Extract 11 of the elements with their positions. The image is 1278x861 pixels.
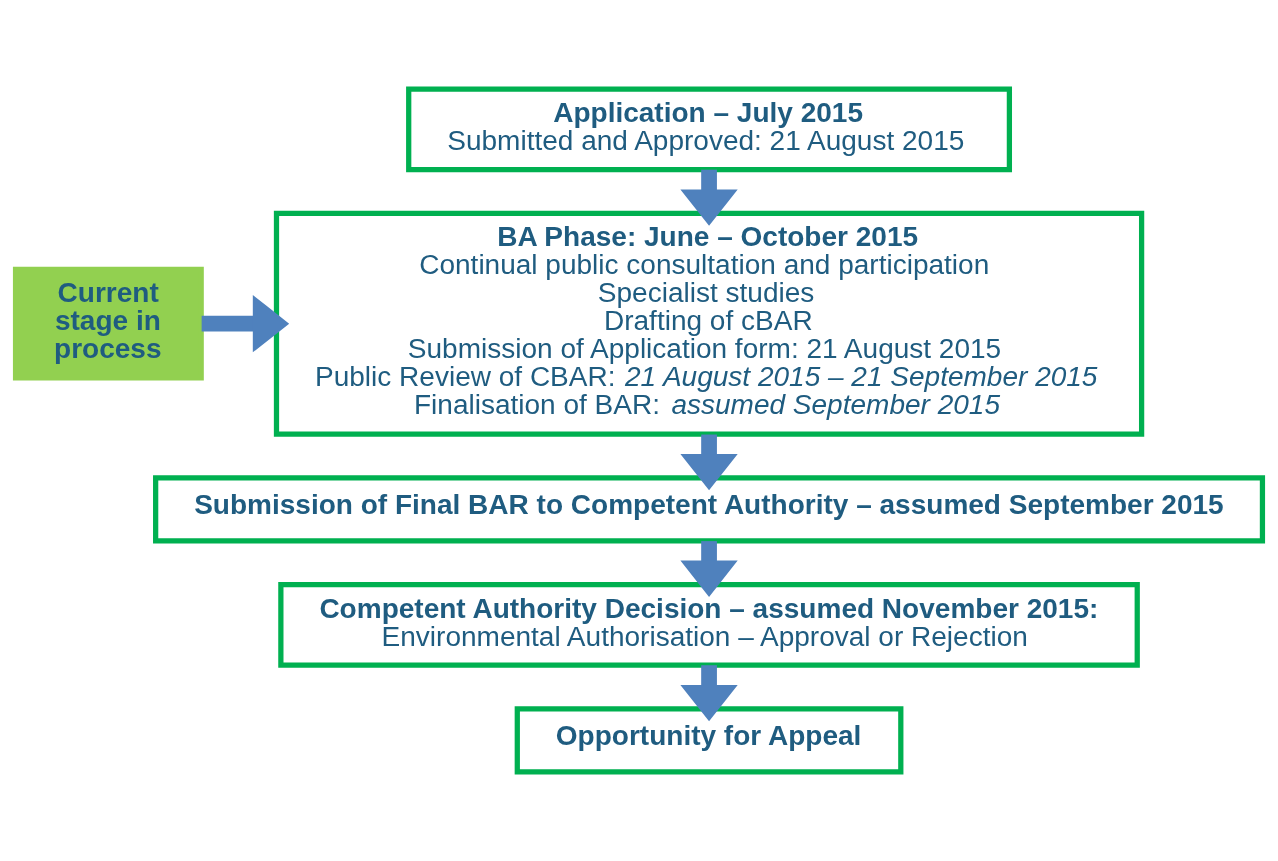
arrow (680, 169, 738, 226)
arrow (201, 295, 290, 353)
arrow (680, 665, 738, 722)
node-box: Application – July 2015 Submitted and Approved: 21 August 2015 (406, 86, 1012, 173)
node-box: BA Phase: June – October 2015 Continual public consultation and participation Specialist studies Drafting of cBAR Submission of Application form: 21 August 2015 Public Review of CBAR: 21 August 2015 – 21 September 2015 Finalisation of BAR: assumed September 2015 (273, 210, 1145, 437)
node-box: Submission of Final BAR to Competent Authority – assumed September 2015 (153, 475, 1266, 544)
node-box: Competent Authority Decision – assumed November 2015: Environmental Authorisation – Approval or Rejection (278, 582, 1140, 668)
arrow (680, 541, 738, 597)
node-box: Opportunity for Appeal (514, 706, 904, 775)
node-box: Current stage in process (12, 266, 204, 381)
arrow (680, 434, 738, 491)
